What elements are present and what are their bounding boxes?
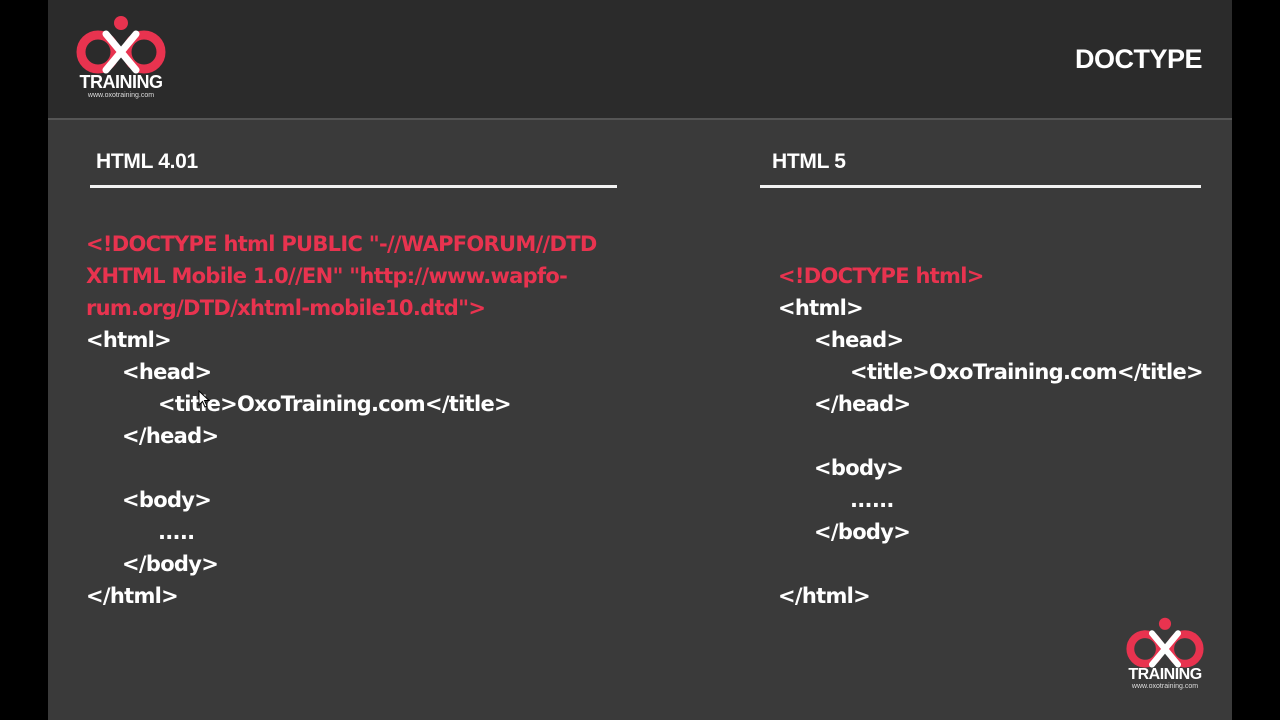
- html5-heading: HTML 5: [772, 150, 846, 173]
- body-close-tag: </body>: [122, 552, 219, 576]
- title-tag: <title>OxoTraining.com</title>: [850, 360, 1204, 384]
- head-close-tag: </head>: [814, 392, 911, 416]
- oxo-training-logo-footer: TRAINING www.oxotraining.com: [1123, 616, 1207, 690]
- body-content: .....: [158, 520, 195, 544]
- doctype-line: <!DOCTYPE html>: [778, 264, 984, 288]
- mouse-cursor-icon: [198, 390, 210, 408]
- logo-brand-text: TRAINING: [79, 72, 164, 92]
- head-open-tag: <head>: [814, 328, 904, 352]
- blank-line: [86, 452, 597, 484]
- html401-heading: HTML 4.01: [96, 150, 198, 173]
- doctype-line: rum.org/DTD/xhtml-mobile10.dtd">: [86, 296, 486, 320]
- blank-line: [778, 548, 1203, 580]
- body-open-tag: <body>: [814, 456, 904, 480]
- head-open-tag: <head>: [122, 360, 212, 384]
- title-tag: <title>OxoTraining.com</title>: [158, 392, 512, 416]
- body-content: ......: [850, 488, 894, 512]
- logo-url-text: www.oxotraining.com: [87, 92, 155, 99]
- oxo-logo-icon: [76, 16, 166, 74]
- doctype-line: XHTML Mobile 1.0//EN" "http://www.wapfo-: [86, 264, 568, 288]
- html-close-tag: </html>: [86, 584, 179, 608]
- html-open-tag: <html>: [86, 328, 172, 352]
- html401-underline: [90, 185, 617, 188]
- html-open-tag: <html>: [778, 296, 864, 320]
- oxo-training-logo: TRAINING www.oxotraining.com: [76, 14, 166, 99]
- body-open-tag: <body>: [122, 488, 212, 512]
- oxo-logo-icon: [1126, 617, 1204, 668]
- slide-header: TRAINING www.oxotraining.com DOCTYPE: [48, 0, 1232, 120]
- slide-title: DOCTYPE: [1074, 44, 1203, 74]
- logo-brand-text: TRAINING: [1128, 666, 1202, 683]
- slide: TRAINING www.oxotraining.com DOCTYPE HTM…: [48, 0, 1232, 720]
- html-close-tag: </html>: [778, 584, 871, 608]
- html401-code-block: <!DOCTYPE html PUBLIC "-//WAPFORUM//DTD …: [86, 228, 597, 612]
- head-close-tag: </head>: [122, 424, 219, 448]
- blank-line: [778, 420, 1203, 452]
- doctype-line: <!DOCTYPE html PUBLIC "-//WAPFORUM//DTD: [86, 232, 597, 256]
- html5-underline: [760, 185, 1201, 188]
- html5-code-block: <!DOCTYPE html> <html> <head> <title>Oxo…: [778, 260, 1204, 612]
- body-close-tag: </body>: [814, 520, 911, 544]
- logo-url-text: www.oxotraining.com: [1131, 683, 1199, 690]
